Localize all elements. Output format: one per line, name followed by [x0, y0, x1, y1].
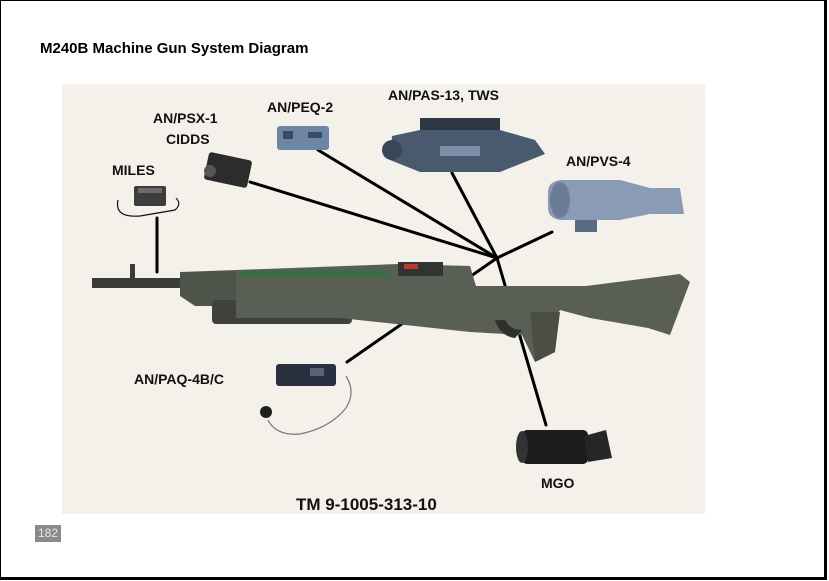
- sight-marker: [404, 264, 418, 269]
- pvs4-device: [548, 180, 684, 232]
- slide-title: M240B Machine Gun System Diagram: [40, 40, 309, 57]
- connector-pvs4: [495, 230, 554, 260]
- paq4-device: [260, 364, 352, 435]
- miles-device: [116, 186, 180, 217]
- label-paq4: AN/PAQ-4B/C: [134, 371, 224, 387]
- m240b-machine-gun: [92, 262, 690, 362]
- page-number: 182: [35, 525, 61, 542]
- gas-cylinder: [180, 270, 238, 306]
- front-sight: [130, 264, 135, 282]
- paq4-body: [276, 364, 336, 386]
- connector-psx1: [248, 180, 499, 260]
- cidds-body: [204, 152, 252, 188]
- connector-peq2: [316, 148, 499, 260]
- mgo-device: [516, 430, 612, 464]
- pvs4-body: [548, 180, 684, 220]
- gun-barrel: [92, 278, 212, 288]
- connector-mgo: [495, 256, 548, 427]
- pas13-battery: [420, 118, 500, 132]
- trigger-guard: [495, 320, 522, 338]
- label-pvs4: AN/PVS-4: [566, 153, 631, 169]
- rail-top: [240, 270, 390, 278]
- paq4-switch: [260, 406, 272, 418]
- paq4-cable: [267, 375, 352, 435]
- pistol-grip: [530, 312, 560, 362]
- cidds-device: [204, 152, 252, 188]
- miles-cable: [116, 197, 180, 217]
- gun-receiver: [236, 264, 690, 362]
- mgo-body: [522, 430, 588, 464]
- label-pas13: AN/PAS-13, TWS: [388, 87, 499, 103]
- label-miles: MILES: [112, 162, 155, 178]
- label-cidds: CIDDS: [166, 131, 210, 147]
- label-mgo: MGO: [541, 475, 575, 491]
- connector-pas13: [450, 171, 499, 260]
- label-psx1: AN/PSX-1: [153, 110, 218, 126]
- label-peq2: AN/PEQ-2: [267, 99, 333, 115]
- manual-reference: TM 9-1005-313-10: [296, 495, 437, 514]
- pas13-device: [382, 118, 545, 172]
- peq2-device: [277, 126, 329, 150]
